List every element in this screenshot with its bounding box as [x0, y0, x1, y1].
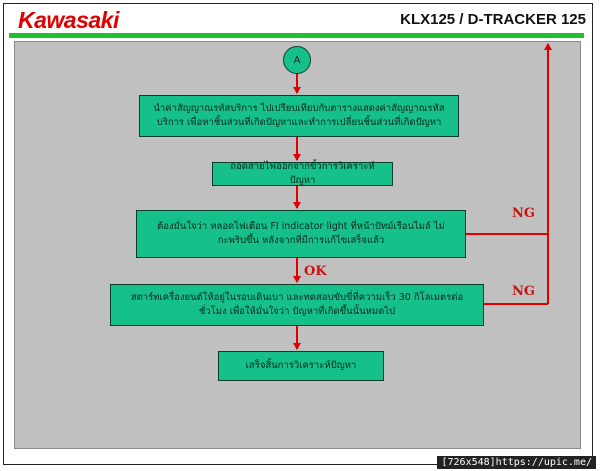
- header-divider: [9, 33, 584, 38]
- brand-logo: Kawasaki: [18, 7, 119, 33]
- label-ng-1: NG: [512, 206, 535, 221]
- label-ok: OK: [304, 264, 327, 279]
- connector-a: A: [283, 46, 311, 74]
- step-compare-service-code: นำค่าสัญญาณรหัสบริการ ไปเปรียบเทียบกับตา…: [139, 95, 459, 137]
- step-check-fi-light: ต้องมั่นใจว่า หลอดไฟเตือน FI indicator l…: [136, 210, 466, 258]
- label-ng-2: NG: [512, 284, 535, 299]
- watermark: [726x548]https://upic.me/: [437, 456, 596, 469]
- step-finish-diagnosis: เสร็จสิ้นการวิเคราะห์ปัญหา: [218, 351, 384, 381]
- model-title: KLX125 / D-TRACKER 125: [400, 11, 586, 28]
- step-disconnect-diagnostic: ถอดสายไฟออกจากขั้วการวิเคราะห์ปัญหา: [212, 161, 393, 186]
- step-test-ride: สตาร์ทเครื่องยนต์ให้อยู่ในรอบเดินเบา และ…: [110, 284, 484, 326]
